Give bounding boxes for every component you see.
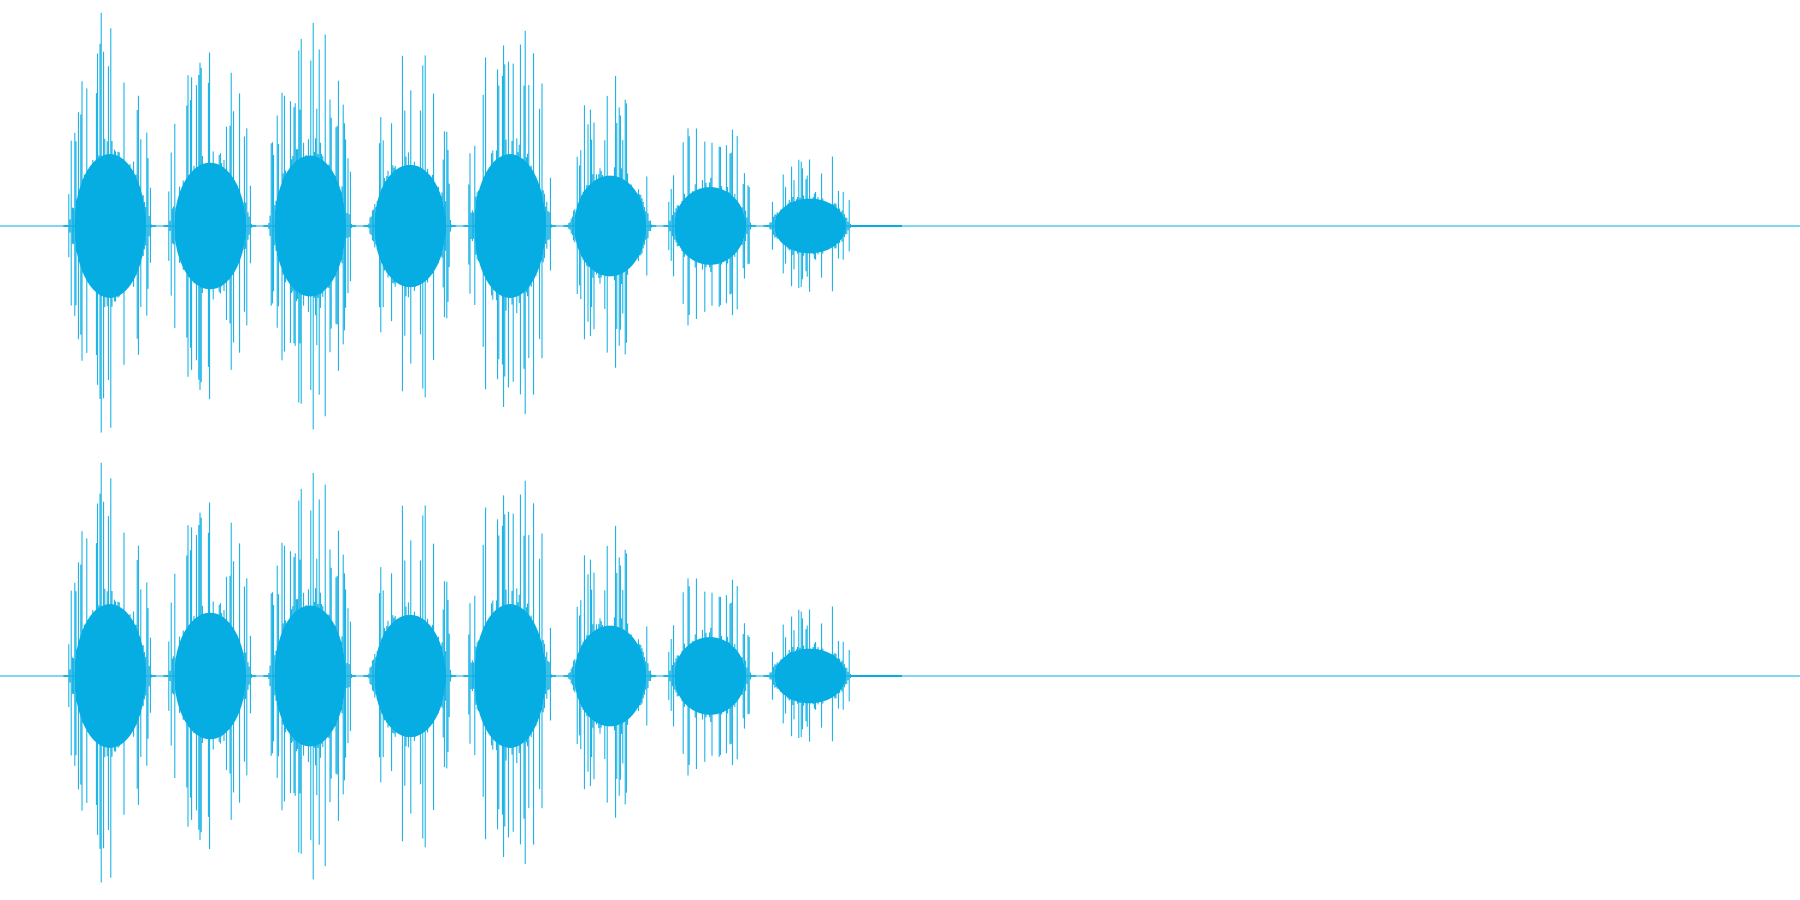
burst-core (674, 637, 746, 715)
burst-2 (163, 502, 256, 850)
burst-6 (563, 525, 656, 818)
channel-1-waveform[interactable] (0, 12, 1800, 433)
burst-5 (463, 480, 556, 865)
burst-core (74, 604, 146, 748)
burst-core (474, 604, 546, 748)
burst-core (274, 155, 346, 297)
burst-core (274, 605, 346, 747)
burst-core (474, 154, 546, 298)
burst-core (174, 612, 246, 740)
burst-8 (763, 156, 856, 292)
burst-core (574, 175, 646, 277)
burst-core (774, 198, 846, 254)
burst-4 (363, 55, 456, 398)
burst-2 (163, 52, 256, 400)
burst-core (374, 164, 446, 288)
burst-1 (63, 12, 156, 433)
burst-3 (263, 22, 356, 430)
burst-3 (263, 472, 356, 880)
burst-5 (463, 30, 556, 415)
burst-core (174, 162, 246, 290)
burst-core (574, 625, 646, 727)
burst-1 (63, 462, 156, 883)
burst-4 (363, 505, 456, 848)
burst-7 (663, 128, 756, 326)
burst-core (74, 154, 146, 298)
burst-core (374, 614, 446, 738)
burst-core (774, 648, 846, 704)
burst-7 (663, 578, 756, 776)
burst-6 (563, 75, 656, 368)
channel-2-waveform[interactable] (0, 462, 1800, 883)
burst-8 (763, 606, 856, 742)
burst-core (674, 187, 746, 265)
